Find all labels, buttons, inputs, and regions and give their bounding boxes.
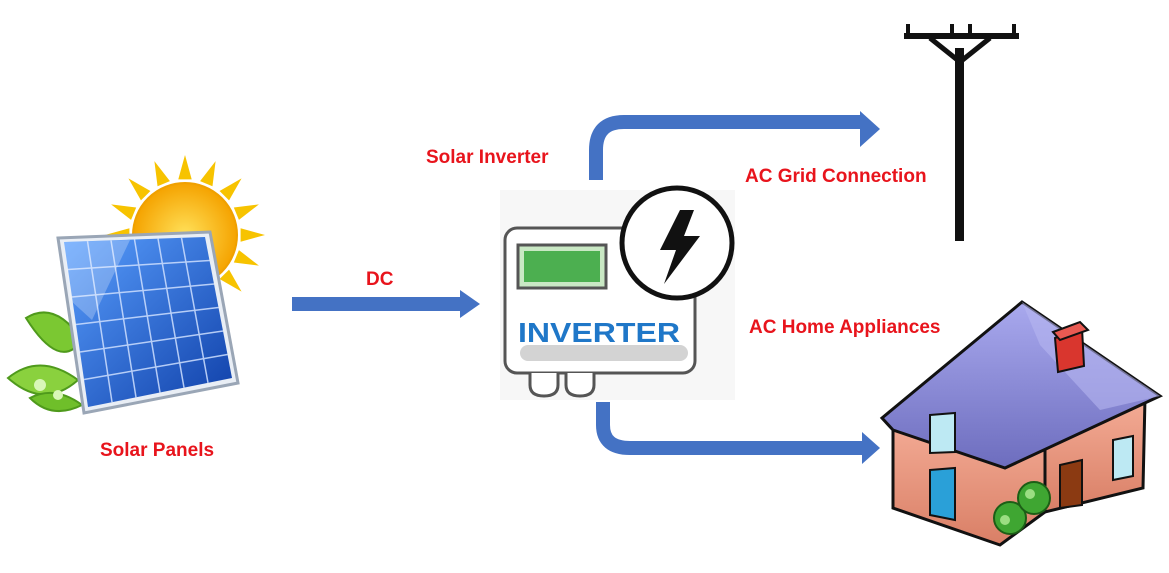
panel-grid-line [79, 330, 224, 353]
home-arrow [596, 402, 880, 464]
solar-panel-icon [56, 230, 240, 415]
sun-ray [111, 204, 137, 220]
sun-ray [200, 161, 216, 187]
grid-arrow [589, 111, 880, 180]
leaf-icon [6, 311, 84, 413]
dc-arrow [292, 290, 480, 318]
lightning-bolt-icon [619, 185, 735, 301]
sun-ray [233, 250, 259, 266]
sun-ray [219, 178, 242, 201]
house-icon [879, 300, 1164, 547]
ac-grid-connection-label: AC Grid Connection [745, 166, 927, 187]
dc-label: DC [366, 269, 394, 290]
sun-ray [154, 161, 170, 187]
sun-ray [233, 204, 259, 220]
ac-home-appliances-label: AC Home Appliances [749, 317, 941, 338]
sun-ray [178, 155, 192, 180]
sun-ray [219, 269, 242, 292]
panel-grid-line [75, 306, 219, 326]
sun-ray [128, 178, 151, 201]
solar-inverter-label: Solar Inverter [426, 147, 549, 168]
panel-grid-line [67, 259, 210, 271]
solar-panels-label: Solar Panels [100, 440, 215, 461]
panel-grid-line [83, 353, 228, 381]
panel-grid-line [71, 283, 215, 298]
inverter-text: INVERTER [518, 317, 680, 348]
sun-ray [240, 228, 265, 242]
utility-pole-icon [904, 24, 1019, 241]
